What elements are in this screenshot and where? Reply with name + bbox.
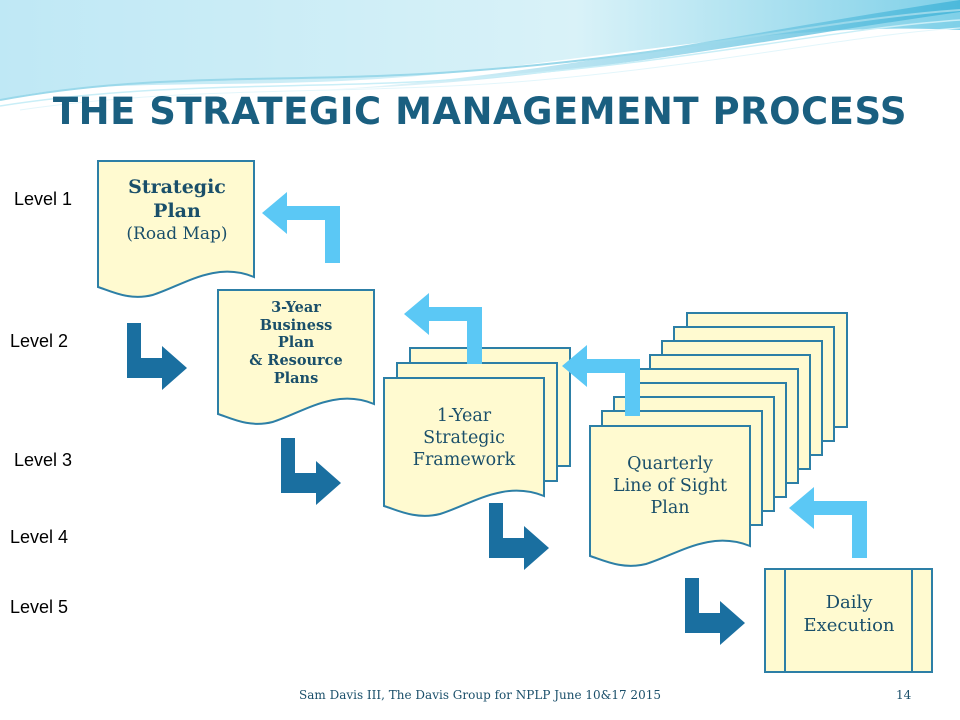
daily-line1: Daily xyxy=(825,592,873,613)
strategic-plan-line1: Strategic xyxy=(128,176,226,198)
one-year-line3: Framework xyxy=(412,449,516,470)
arrow-level4-to-level5-icon xyxy=(685,578,745,645)
one-year-framework-text: 1-Year Strategic Framework xyxy=(384,406,544,472)
one-year-framework-document xyxy=(383,377,545,517)
business-plan-text: 3-Year Business Plan & Resource Plans xyxy=(218,299,374,387)
daily-execution-box xyxy=(764,568,933,673)
level-5-label: Level 5 xyxy=(10,597,69,617)
footer-credit: Sam Davis III, The Davis Group for NPLP … xyxy=(299,688,661,702)
quarterly-plan-document xyxy=(589,425,751,567)
business-plan-line1: 3-Year xyxy=(271,299,321,316)
level-1-label: Level 1 xyxy=(14,189,73,209)
daily-line2: Execution xyxy=(803,614,895,636)
business-plan-line3: Plan xyxy=(277,334,315,352)
strategic-plan-text: Strategic Plan (Road Map) xyxy=(100,176,254,245)
feedback-arrow-level3-icon xyxy=(404,293,482,364)
strategic-plan-document xyxy=(97,160,255,298)
feedback-arrow-level5-icon xyxy=(789,487,867,558)
strategic-plan-line2: Plan xyxy=(153,199,201,222)
page-number: 14 xyxy=(896,688,912,702)
quarterly-plan-text: Quarterly Line of Sight Plan xyxy=(591,454,749,520)
business-plan-line2: Business xyxy=(259,316,333,334)
daily-execution-text: Daily Execution xyxy=(766,592,932,637)
quarterly-line1: Quarterly xyxy=(627,454,713,474)
level-2-label: Level 2 xyxy=(10,331,69,351)
level-3-label: Level 3 xyxy=(14,450,73,470)
arrow-level3-to-level4-icon xyxy=(489,503,549,570)
page-title: THE STRATEGIC MANAGEMENT PROCESS xyxy=(52,90,908,133)
quarterly-line3: Plan xyxy=(650,497,690,518)
feedback-arrow-level4-icon xyxy=(562,345,640,416)
one-year-line1: 1-Year xyxy=(436,406,492,426)
level-4-label: Level 4 xyxy=(10,527,69,547)
arrow-level2-to-level3-icon xyxy=(281,438,341,505)
strategic-plan-line3: (Road Map) xyxy=(126,223,228,244)
feedback-arrow-level2-icon xyxy=(262,192,340,263)
one-year-line2: Strategic xyxy=(423,427,505,448)
business-plan-document xyxy=(217,289,375,425)
business-plan-line5: Plans xyxy=(273,369,319,387)
quarterly-line2: Line of Sight xyxy=(612,475,728,496)
arrow-level1-to-level2-icon xyxy=(127,323,187,390)
business-plan-line4: & Resource xyxy=(249,352,343,370)
